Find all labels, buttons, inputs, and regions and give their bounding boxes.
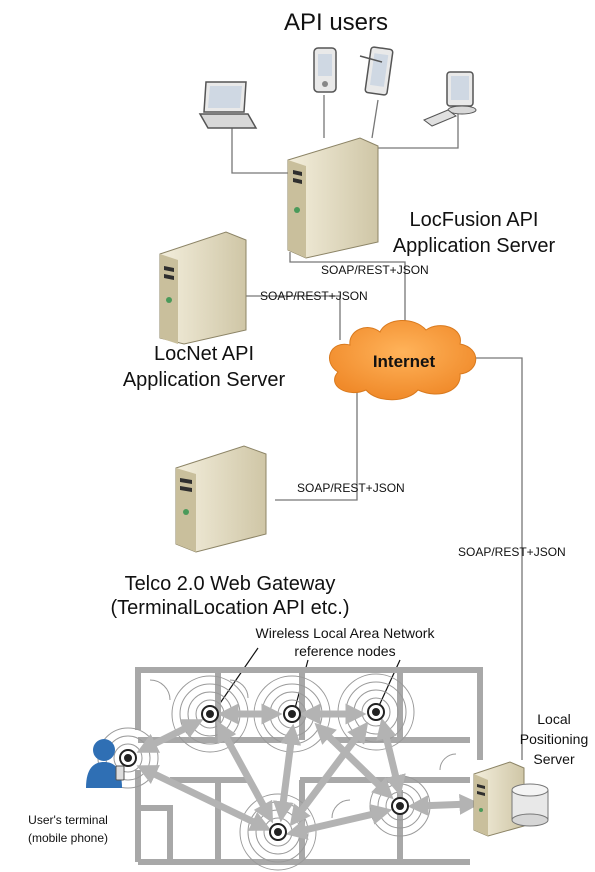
telco-label-line1: Telco 2.0 Web Gateway — [125, 573, 336, 595]
wlan-reference-nodes — [119, 703, 409, 841]
wlan-label-line2: reference nodes — [294, 643, 395, 659]
connection-lines — [228, 95, 523, 760]
tablet-icon — [359, 46, 394, 96]
protocol-label-locfusion: SOAP/REST+JSON — [321, 263, 429, 277]
locnet-label-line1: LocNet API — [154, 343, 254, 365]
protocol-label-locnet: SOAP/REST+JSON — [260, 289, 368, 303]
internet-label: Internet — [373, 352, 436, 371]
terminal-label-line2: (mobile phone) — [28, 831, 108, 845]
node-arrows — [136, 703, 481, 840]
locfusion-label-line2: Application Server — [393, 235, 556, 257]
internet-cloud-icon — [328, 320, 477, 401]
wlan-label-line1: Wireless Local Area Network — [256, 625, 436, 641]
telco-label-line2: (TerminalLocation API etc.) — [111, 597, 350, 619]
positioning-label-line1: Local — [537, 711, 570, 727]
terminal-label-line1: User's terminal — [28, 813, 108, 827]
locnet-label-line2: Application Server — [123, 369, 286, 391]
desktop-icon — [423, 71, 477, 127]
positioning-label-line3: Server — [533, 751, 575, 767]
floor-plan — [135, 667, 483, 865]
telco-server-icon — [175, 445, 267, 553]
pda-icon — [313, 47, 337, 93]
locnet-server-icon — [159, 231, 247, 345]
database-icon — [511, 783, 549, 827]
diagram-title: API users — [284, 9, 388, 36]
protocol-label-telco: SOAP/REST+JSON — [297, 481, 405, 495]
positioning-label-line2: Positioning — [520, 731, 589, 747]
laptop-icon — [198, 81, 258, 129]
locfusion-label-line1: LocFusion API — [410, 209, 539, 231]
locfusion-server-icon — [287, 137, 379, 259]
user-icon — [86, 739, 125, 788]
protocol-label-positioning: SOAP/REST+JSON — [458, 545, 566, 559]
